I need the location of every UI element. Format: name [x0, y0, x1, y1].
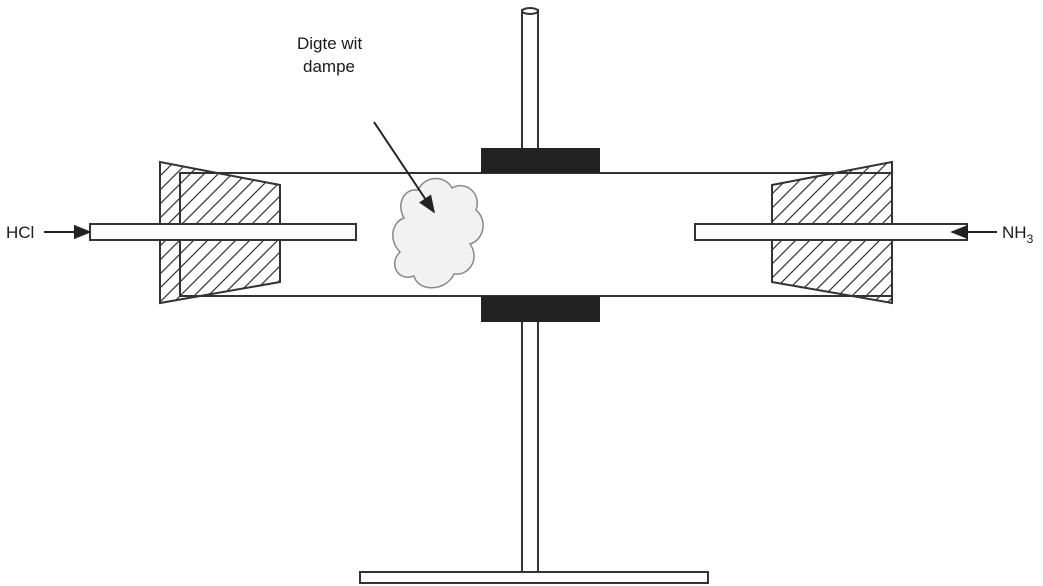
hcl-label: HCl — [6, 223, 34, 242]
nh3-label: NH3 — [1002, 223, 1034, 246]
fumes-arrow — [373, 121, 435, 214]
lower-clamp — [481, 296, 600, 322]
white-fumes-cloud — [392, 177, 484, 289]
nh3-label-subscript: 3 — [1027, 232, 1034, 246]
nh3-label-base: NH — [1002, 223, 1027, 242]
left-inlet-tube — [89, 223, 357, 241]
right-inlet-tube — [694, 223, 968, 241]
fumes-label-line2: dampe — [303, 57, 355, 76]
stand-base — [359, 571, 709, 584]
fumes-label-line1: Digte wit — [297, 34, 362, 53]
stand-rod-top — [521, 7, 539, 15]
upper-clamp — [481, 148, 600, 173]
